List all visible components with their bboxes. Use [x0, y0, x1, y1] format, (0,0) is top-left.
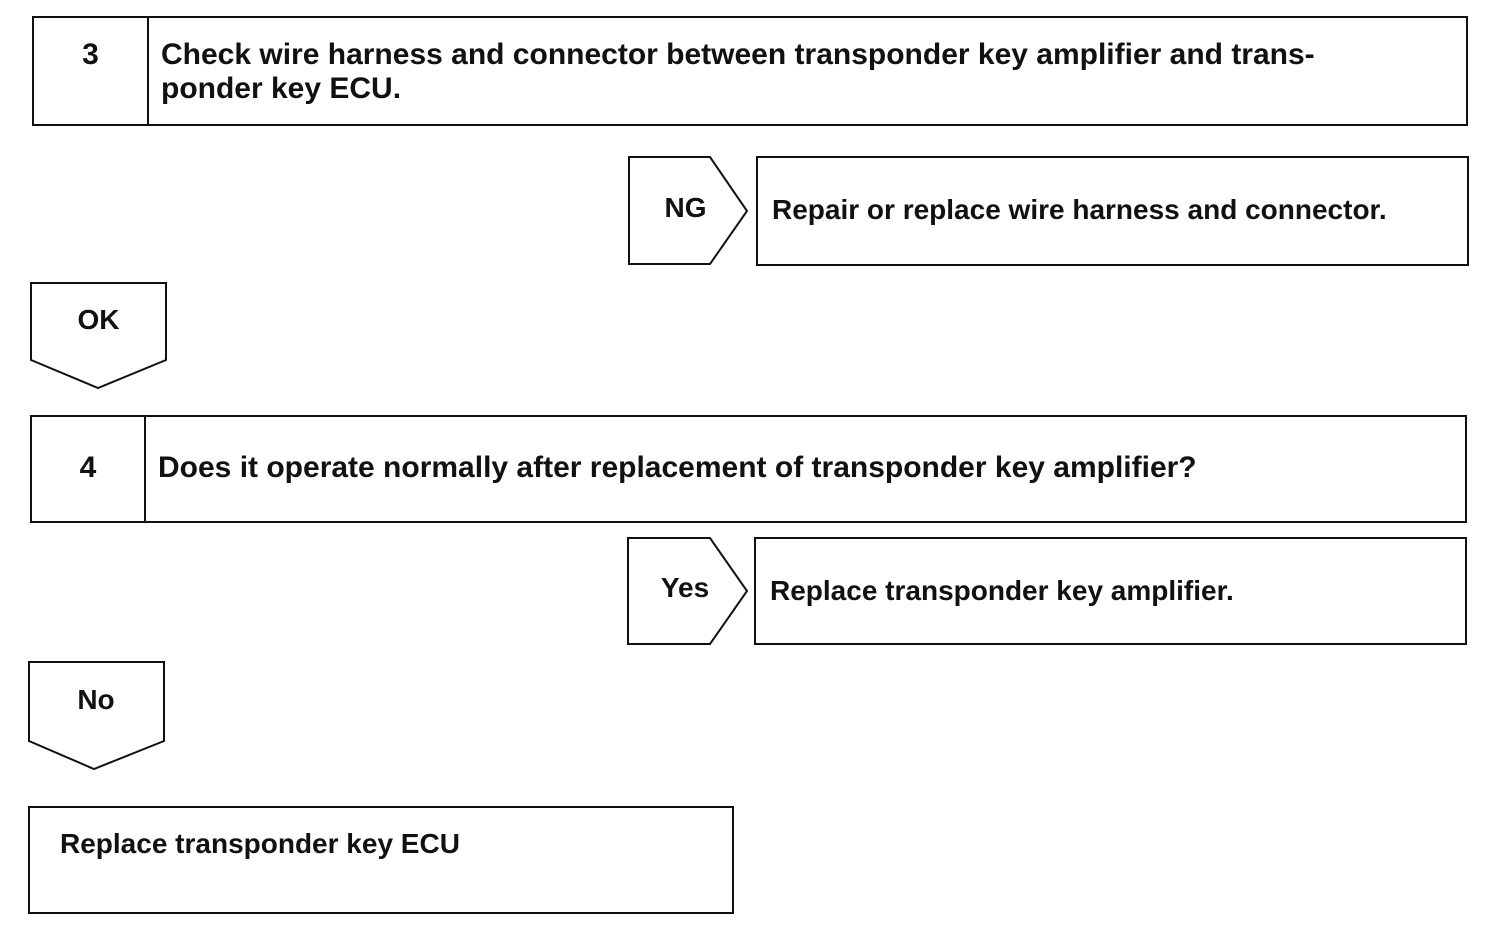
- final-result-box: Replace transponder key ECU: [28, 806, 734, 914]
- no-arrow-shape: [28, 661, 165, 771]
- ng-arrow-shape: [628, 156, 749, 265]
- step-4-text: Does it operate normally after replaceme…: [158, 451, 1197, 484]
- yes-arrow-shape: [627, 537, 749, 645]
- step-3-text-line-1: Check wire harness and connector between…: [161, 38, 1315, 71]
- yes-result-box: Replace transponder key amplifier.: [754, 537, 1467, 645]
- step-3-number: 3: [34, 18, 149, 124]
- yes-label: Yes: [660, 572, 710, 603]
- yes-result-text: Replace transponder key amplifier.: [770, 575, 1234, 606]
- step-4-box: 4 Does it operate normally after replace…: [30, 415, 1467, 523]
- ng-result-text: Repair or replace wire harness and conne…: [772, 194, 1387, 225]
- final-result-text: Replace transponder key ECU: [60, 828, 460, 859]
- step-3-text: Check wire harness and connector between…: [149, 18, 1315, 124]
- step-3-text-line-2: ponder key ECU.: [161, 72, 402, 105]
- ok-arrow-shape: [30, 282, 167, 390]
- ok-label: OK: [77, 304, 120, 335]
- ng-label: NG: [664, 192, 707, 223]
- step-3-box: 3 Check wire harness and connector betwe…: [32, 16, 1468, 126]
- no-label: No: [77, 684, 115, 715]
- ng-result-box: Repair or replace wire harness and conne…: [756, 156, 1469, 266]
- step-4-number: 4: [32, 417, 146, 521]
